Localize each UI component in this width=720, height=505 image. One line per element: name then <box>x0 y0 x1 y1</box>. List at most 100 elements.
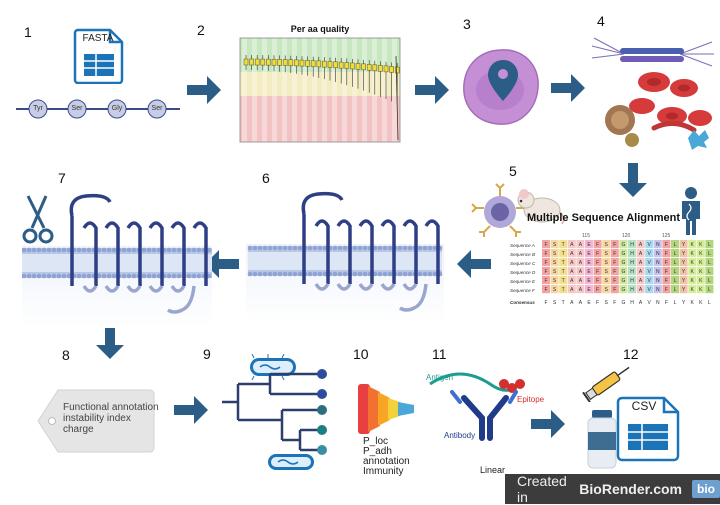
msa-residue: K <box>699 269 703 275</box>
msa-residue: A <box>570 251 574 257</box>
msa-cell <box>671 285 679 294</box>
msa-residue: L <box>708 269 711 275</box>
annotation-tag-icon <box>37 389 155 453</box>
msa-cell <box>679 240 688 249</box>
step-number-2: 2 <box>197 22 205 38</box>
step-number-5: 5 <box>509 163 517 179</box>
tag-line: Functional annotation <box>63 402 159 413</box>
arrow-down-icon <box>96 325 124 359</box>
msa-cell <box>576 276 585 285</box>
msa-cell <box>602 240 611 249</box>
msa-residue: L <box>674 287 677 293</box>
msa-cell <box>550 276 559 285</box>
msa-cell <box>688 267 697 276</box>
msa-cell <box>593 249 602 258</box>
msa-residue: H <box>630 278 634 284</box>
vial-icon <box>587 410 617 469</box>
msa-consensus-residue: Y <box>682 300 686 306</box>
msa-residue: F <box>665 278 668 284</box>
msa-cell <box>576 240 585 249</box>
msa-position: 125 <box>662 233 671 239</box>
quality-box <box>327 61 333 68</box>
msa-residue: S <box>553 260 557 266</box>
msa-residue: T <box>562 278 565 284</box>
msa-position: 120 <box>622 233 631 239</box>
msa-residue: T <box>562 251 565 257</box>
msa-residue: S <box>553 242 557 248</box>
msa-cell <box>671 240 679 249</box>
msa-residue: A <box>570 260 574 266</box>
msa-cell <box>705 240 714 249</box>
msa-cell <box>671 258 679 267</box>
msa-residue: H <box>630 251 634 257</box>
msa-cell <box>688 240 697 249</box>
msa-cell <box>619 276 628 285</box>
msa-cell <box>636 240 645 249</box>
funnel-label: Immunity <box>363 466 404 477</box>
msa-residue: F <box>613 278 616 284</box>
msa-cell <box>705 276 714 285</box>
msa-residue: F <box>665 269 668 275</box>
msa-consensus-residue: F <box>613 300 616 306</box>
msa-residue: A <box>579 269 583 275</box>
msa-residue: F <box>544 242 547 248</box>
msa-residue: F <box>613 242 616 248</box>
quality-box <box>355 63 361 70</box>
msa-cell <box>602 285 611 294</box>
msa-residue: F <box>665 242 668 248</box>
msa-residue: E <box>587 278 591 284</box>
msa-cell <box>593 285 602 294</box>
msa-residue: L <box>674 251 677 257</box>
msa-cell <box>550 249 559 258</box>
residue-label: Ser <box>71 105 83 112</box>
msa-cell <box>705 267 714 276</box>
amino-acid-chain <box>16 99 180 119</box>
msa-row-label: Sequence E <box>510 279 536 284</box>
quality-box <box>344 62 350 69</box>
msa-cell <box>645 258 654 267</box>
msa-residue: F <box>596 269 599 275</box>
msa-residue: L <box>708 287 711 293</box>
msa-residue: H <box>630 269 634 275</box>
msa-residue: Y <box>682 269 686 275</box>
msa-cell <box>559 240 568 249</box>
msa-residue: Y <box>682 287 686 293</box>
biorender-logo-icon: bio <box>692 480 720 498</box>
msa-cell <box>542 249 550 258</box>
msa-cell <box>662 249 671 258</box>
msa-cell <box>567 249 576 258</box>
quality-box <box>282 59 288 66</box>
msa-cell <box>542 240 550 249</box>
msa-cell <box>671 249 679 258</box>
quality-box <box>266 58 271 66</box>
step-number-10: 10 <box>353 346 369 362</box>
msa-consensus-residue: G <box>621 300 625 306</box>
msa-residue: F <box>613 287 616 293</box>
human-icon <box>682 187 700 235</box>
arrow-down-icon <box>619 163 647 197</box>
msa-cell <box>679 267 688 276</box>
msa-cell <box>679 276 688 285</box>
msa-cell <box>662 267 671 276</box>
biorender-badge[interactable]: Created in BioRender.com bio <box>505 473 720 505</box>
msa-residue: T <box>562 269 565 275</box>
msa-cell <box>619 240 628 249</box>
msa-cell <box>636 276 645 285</box>
msa-cell <box>593 276 602 285</box>
fasta-file-icon <box>72 28 124 85</box>
msa-residue: A <box>570 278 574 284</box>
msa-cell <box>610 258 619 267</box>
arrow-right-icon <box>551 74 585 102</box>
msa-residue: V <box>648 269 652 275</box>
msa-cell <box>653 285 662 294</box>
msa-residue: A <box>579 251 583 257</box>
msa-cell <box>636 285 645 294</box>
scissors-icon <box>22 195 54 244</box>
msa-residue: E <box>587 242 591 248</box>
msa-residue: K <box>699 278 703 284</box>
arrow-left-icon <box>457 250 491 278</box>
msa-cell <box>619 285 628 294</box>
msa-cell <box>662 276 671 285</box>
msa-consensus-residue: V <box>648 300 652 306</box>
msa-residue: F <box>544 260 547 266</box>
